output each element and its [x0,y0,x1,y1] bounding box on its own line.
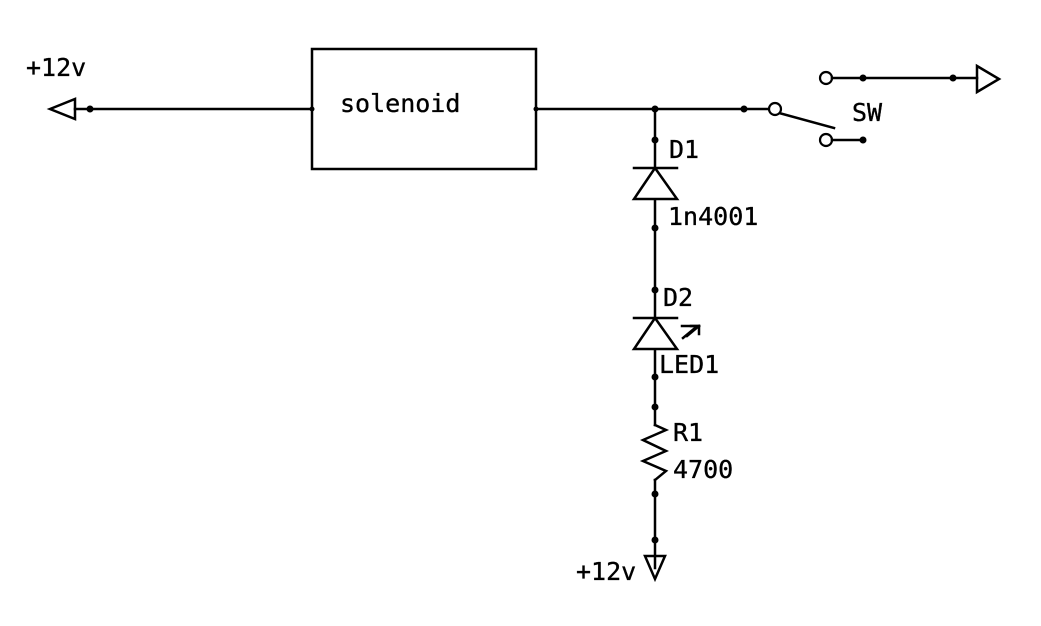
bottom-power-port: +12v [576,554,667,586]
switch-blade [777,111,836,130]
d2-triangle [631,315,680,351]
solenoid-component: solenoid [309,47,539,171]
switch-label: SW [852,98,883,127]
d1-value: 1n4001 [668,202,758,231]
ground-arrow-icon [975,63,1002,95]
d1-triangle [631,165,680,201]
d2-value: LED1 [659,350,719,379]
left-port-arrow-icon [46,97,77,121]
bottom-power-label: +12v [576,557,636,586]
led-d2: D2 LED1 [631,283,719,379]
d1-name: D1 [669,135,699,164]
solenoid-label: solenoid [340,89,460,118]
left-power-port: +12v [26,53,314,121]
vertical-branch [651,107,659,570]
d2-name: D2 [663,283,693,312]
left-power-label: +12v [26,53,86,82]
diode-d1: D1 1n4001 [631,135,758,231]
r1-zigzag [639,423,670,482]
r1-value: 4700 [673,455,733,484]
resistor-r1: R1 4700 [639,418,733,484]
bottom-port-arrow-icon [643,554,667,583]
led-light-arrows-icon [680,324,701,340]
switch-sw: SW [767,70,979,148]
r1-name: R1 [673,418,703,447]
